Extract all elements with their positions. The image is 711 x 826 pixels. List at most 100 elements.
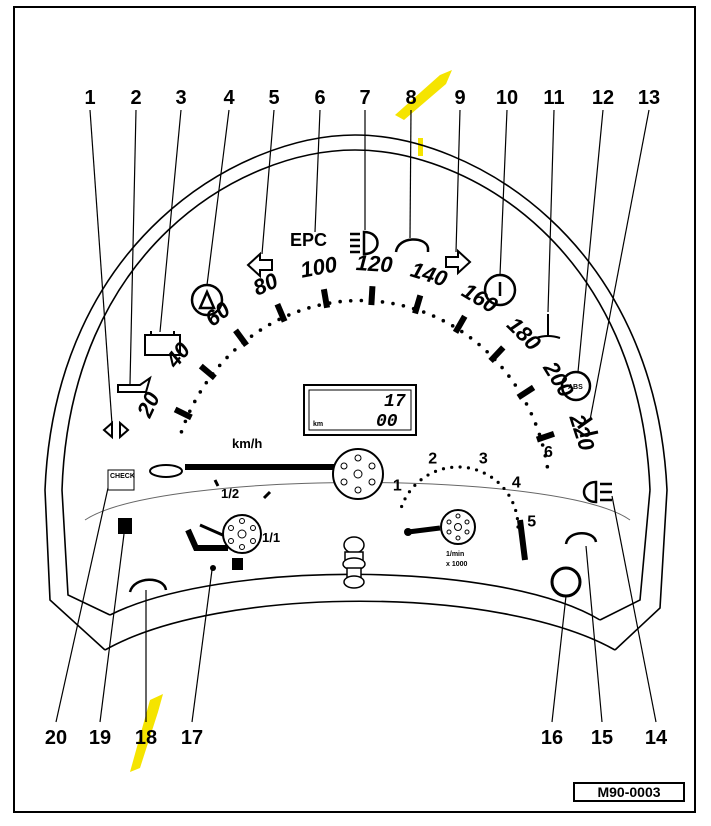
callout-11: 11 (543, 87, 564, 109)
tacho-unit-1: 1/min (446, 551, 464, 558)
speed-tick-mark (320, 288, 331, 309)
tacho-scale-dot (403, 497, 407, 501)
fuel-gauge (185, 479, 272, 571)
speed-scale-dot (529, 411, 534, 416)
speed-unit-label: km/h (232, 436, 262, 451)
seatbelt-icon (564, 532, 598, 545)
tacho-scale-dot (515, 517, 520, 521)
tacho-scale-dot (441, 467, 446, 471)
leader-lines (55, 109, 657, 723)
tacho-scale-dot (496, 480, 500, 485)
speed-scale-dot (338, 299, 342, 304)
callout-9: 9 (454, 87, 465, 109)
speed-tick-mark (368, 286, 376, 306)
tacho-scale-dot (502, 486, 506, 491)
speed-tick-label: 120 (355, 250, 394, 277)
callout-6: 6 (314, 87, 325, 109)
speed-scale-dot (431, 314, 436, 318)
odometer-display (303, 384, 417, 436)
callout-8: 8 (405, 87, 416, 109)
tacho-unit-2: x 1000 (446, 561, 468, 568)
speed-scale-dot (183, 419, 188, 424)
speed-scale-dot (317, 303, 322, 307)
callout-19: 19 (89, 727, 111, 749)
epc-indicator: EPC (290, 230, 327, 250)
oil-pressure-icon (117, 375, 152, 393)
highlight-mark-8 (395, 70, 452, 120)
callout-20: 20 (45, 727, 67, 749)
speed-scale-dot (524, 402, 529, 406)
display-line-1: 17 (384, 392, 406, 412)
speed-tick-mark (412, 294, 424, 315)
callout-12: 12 (592, 87, 614, 109)
speed-scale-dot (460, 329, 464, 334)
tacho-scale-dot (514, 508, 518, 513)
speed-scale-dot (545, 464, 550, 469)
speed-tick-mark (452, 314, 468, 334)
tacho-tick-label: 6 (544, 444, 553, 461)
tachometer-scale (400, 465, 520, 529)
speed-scale-dot (217, 363, 222, 368)
speed-scale-dot (287, 313, 291, 317)
tacho-scale-dot (450, 465, 454, 469)
speed-scale-dot (450, 324, 455, 328)
callout-15: 15 (591, 727, 613, 749)
callout-7: 7 (359, 87, 370, 109)
highlight-mark-18 (130, 694, 163, 772)
tacho-scale-dot (474, 468, 479, 472)
headlight-icon (350, 230, 379, 256)
speed-scale-dot (307, 306, 311, 310)
tacho-tick-label: 4 (512, 474, 521, 491)
left-arrow-icon (246, 251, 273, 279)
speedometer-needle (185, 448, 384, 500)
tacho-scale-dot (489, 475, 494, 479)
tacho-scale-dot (458, 465, 462, 469)
speed-tick-mark (516, 384, 536, 400)
callout-10: 10 (496, 87, 518, 109)
tacho-scale-dot (426, 473, 430, 477)
speed-scale-dot (537, 432, 542, 437)
tacho-scale-dot (433, 469, 438, 473)
figure-reference: M90-0003 (573, 782, 685, 802)
speed-scale-dot (277, 317, 281, 322)
speed-scale-dot (348, 298, 353, 303)
cruise-icon (394, 238, 430, 253)
callout-4: 4 (223, 87, 235, 109)
speed-scale-dot (249, 334, 254, 338)
speed-tick-label: 200 (538, 356, 579, 402)
callout-14: 14 (645, 727, 668, 749)
speed-scale-dot (359, 298, 364, 303)
highlight-dash-8 (418, 138, 423, 156)
speed-tick-label: 140 (408, 257, 451, 292)
check-indicator: CHECK (110, 473, 135, 480)
speed-scale-dot (468, 335, 473, 340)
fuel-full-label: 1/1 (262, 530, 280, 545)
alternator-icon (128, 578, 168, 593)
callout-1: 1 (84, 87, 95, 109)
speed-tick-label: 80 (249, 267, 282, 300)
display-prefix: km (313, 421, 323, 428)
tacho-scale-dot (511, 500, 515, 505)
speed-scale-dot (296, 309, 301, 313)
speed-tick-mark (535, 430, 555, 443)
speed-scale-dot (401, 303, 406, 308)
check-engine-icon (107, 469, 135, 491)
tacho-tick-label: 5 (527, 514, 536, 531)
callout-3: 3 (175, 87, 186, 109)
glow-plug-icon (550, 566, 582, 598)
abs-indicator: ABS (568, 384, 583, 391)
tacho-scale-dot (413, 483, 417, 487)
speed-scale-dot (267, 322, 272, 327)
turn-signal-icon (102, 420, 130, 440)
speed-scale-dot (543, 454, 548, 458)
tacho-scale-dot (419, 478, 423, 482)
speed-scale-dot (533, 422, 538, 426)
speed-tick-mark (274, 303, 288, 323)
speed-tick-mark (173, 406, 193, 421)
right-arrow-icon (445, 248, 472, 276)
display-line-2: 00 (376, 412, 398, 432)
speed-scale-dot (192, 399, 197, 404)
speed-tick-mark (488, 345, 506, 363)
